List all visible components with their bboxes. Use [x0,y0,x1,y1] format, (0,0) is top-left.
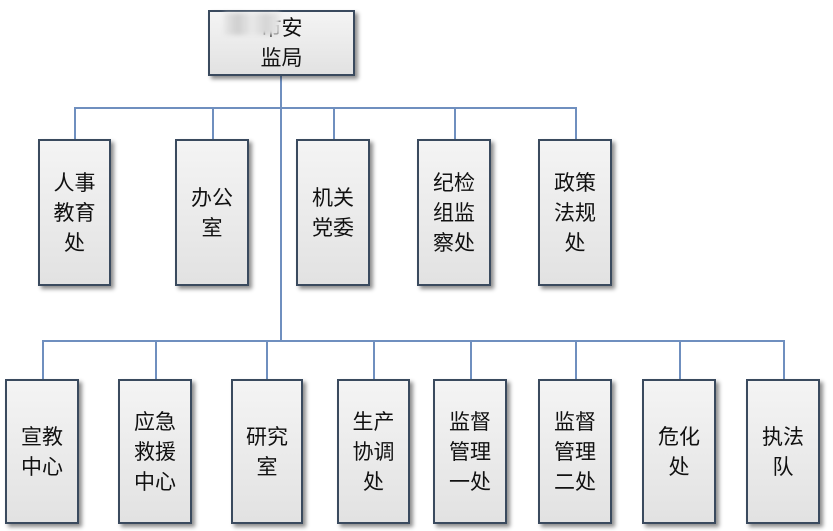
root-node[interactable]: 市安 监局 [208,10,355,76]
row2-drop-line [266,340,268,379]
org-node-label: 监督 管理 二处 [554,409,596,494]
org-node-label: 人事 教育 处 [53,170,96,255]
row2-drop-line [470,340,472,379]
org-node-label: 研究 室 [246,424,288,479]
org-node-supervision-2[interactable]: 监督 管理 二处 [538,379,612,524]
org-node-label: 生产 协调 处 [352,409,395,494]
org-node-coordination[interactable]: 生产 协调 处 [337,379,410,524]
row2-drop-line [575,340,577,379]
row1-bus-line [74,107,576,109]
row2-drop-line [783,340,785,379]
org-node-hr[interactable]: 人事 教育 处 [38,139,111,286]
org-node-label: 宣教 中心 [21,424,63,479]
row1-drop-line [575,107,577,139]
org-node-label: 监督 管理 一处 [449,409,491,494]
org-node-supervision-1[interactable]: 监督 管理 一处 [433,379,507,524]
org-node-office[interactable]: 办公 室 [175,139,249,286]
org-node-enforcement[interactable]: 执法 队 [746,379,820,524]
org-node-label: 办公 室 [191,185,233,240]
row1-drop-line [212,107,214,139]
trunk-line [280,75,282,341]
org-node-party[interactable]: 机关 党委 [296,139,370,286]
org-node-label: 危化 处 [658,424,700,479]
row2-drop-line [42,340,44,379]
redacted-region [224,13,280,35]
org-node-hazchem[interactable]: 危化 处 [642,379,716,524]
org-node-propaganda[interactable]: 宣教 中心 [5,379,79,524]
row1-drop-line [333,107,335,139]
row1-drop-line [454,107,456,139]
row1-drop-line [74,107,76,139]
org-node-label: 政策 法规 处 [554,170,596,255]
org-node-label: 纪检 组监 察处 [433,170,475,255]
org-node-label: 应急 救援 中心 [134,409,176,494]
row2-drop-line [679,340,681,379]
org-node-label: 执法 队 [762,424,804,479]
row2-drop-line [373,340,375,379]
row2-drop-line [155,340,157,379]
org-node-discipline[interactable]: 纪检 组监 察处 [417,139,491,286]
row2-bus-line [42,340,783,342]
org-node-emergency[interactable]: 应急 救援 中心 [118,379,192,524]
org-node-research[interactable]: 研究 室 [231,379,303,524]
org-node-label: 机关 党委 [312,185,354,240]
org-node-policy[interactable]: 政策 法规 处 [538,139,612,286]
